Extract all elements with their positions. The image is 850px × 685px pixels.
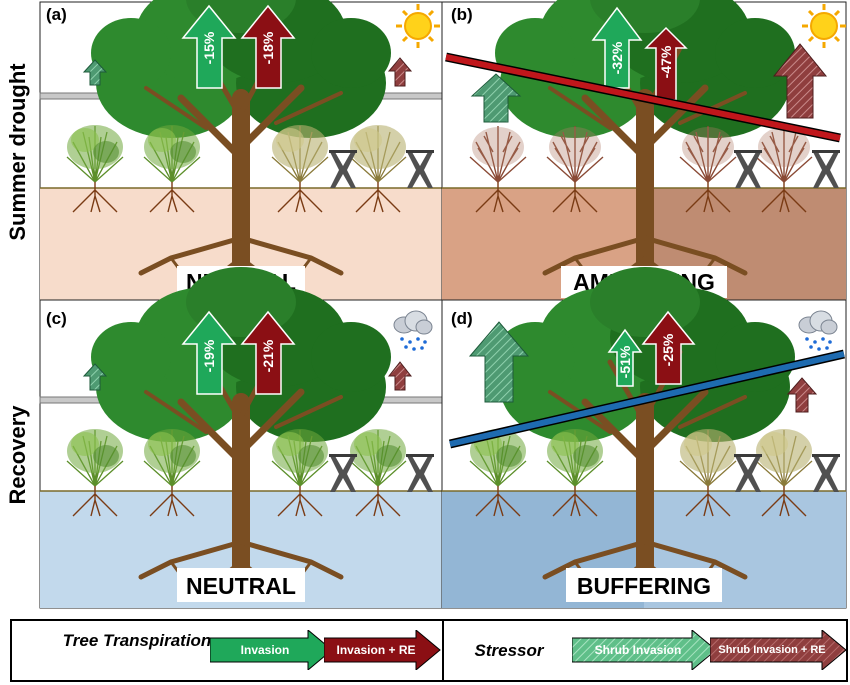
panel-d: -51% -25% BUFFERING (d) xyxy=(441,267,847,609)
panel-label: (d) xyxy=(451,309,473,328)
panel-b: -32% -47% AMPLIFYING (b) xyxy=(441,0,848,301)
legend-shrub-invasion-label: Shrub Invasion xyxy=(594,643,682,657)
legend: Tree Transpiration Invasion Invasion + R… xyxy=(10,619,848,682)
panel-a: -15% -18% NEUTRAL (a) xyxy=(39,0,443,301)
invasion-percent: -19% xyxy=(201,339,217,372)
invasion-arrow xyxy=(181,4,237,89)
invasion-re-arrow xyxy=(641,310,696,385)
legend-shrub-invasion-re-label: Shrub Invasion + RE xyxy=(718,644,826,656)
effect-label: BUFFERING xyxy=(577,573,711,599)
shrub-invasion-arrow xyxy=(468,321,530,403)
invasion-re-percent: -21% xyxy=(260,339,276,372)
legend-stressor-title: Stressor xyxy=(474,641,544,660)
invasion-percent: -15% xyxy=(201,31,217,64)
invasion-re-arrow xyxy=(240,310,296,395)
panel-c: -19% -21% NEUTRAL (c) xyxy=(39,267,443,609)
invasion-re-percent: -47% xyxy=(658,45,674,78)
shrub-invasion-re-arrow xyxy=(786,377,818,413)
invasion-re-arrow xyxy=(240,4,296,89)
shrub-invasion-arrow xyxy=(82,59,108,86)
invasion-re-percent: -25% xyxy=(660,333,676,366)
row-label-summer-drought: Summer drought xyxy=(5,63,30,241)
invasion-arrow xyxy=(607,328,643,387)
amplifying-trend-line xyxy=(445,54,841,141)
legend-invasion-label: Invasion xyxy=(240,643,290,657)
panel-label: (a) xyxy=(46,5,67,24)
invasion-percent: -32% xyxy=(609,41,625,74)
effect-label: NEUTRAL xyxy=(186,573,296,599)
panel-label: (b) xyxy=(451,5,473,24)
shrub-invasion-arrow xyxy=(82,363,108,391)
invasion-arrow xyxy=(591,6,643,89)
legend-invasion-arrow: Invasion xyxy=(209,628,334,672)
panel-label: (c) xyxy=(46,309,67,328)
legend-shrub-invasion-re-arrow: Shrub Invasion + RE xyxy=(709,628,848,672)
shrub-invasion-re-arrow xyxy=(387,361,413,391)
invasion-re-arrow xyxy=(644,26,688,101)
buffering-trend-line xyxy=(449,351,845,447)
shrub-invasion-arrow xyxy=(470,73,522,123)
legend-invasion-re-arrow: Invasion + RE xyxy=(323,628,442,672)
legend-invasion-re-label: Invasion + RE xyxy=(336,643,416,657)
shrub-invasion-re-arrow xyxy=(772,43,828,119)
invasion-re-percent: -18% xyxy=(260,31,276,64)
shrub-invasion-re-arrow xyxy=(387,57,413,87)
legend-shrub-invasion-arrow: Shrub Invasion xyxy=(571,628,718,672)
invasion-percent: -51% xyxy=(617,345,633,378)
row-label-recovery: Recovery xyxy=(5,405,30,505)
invasion-arrow xyxy=(181,310,237,395)
legend-tree-transpiration-title: Tree Transpiration xyxy=(62,631,212,650)
